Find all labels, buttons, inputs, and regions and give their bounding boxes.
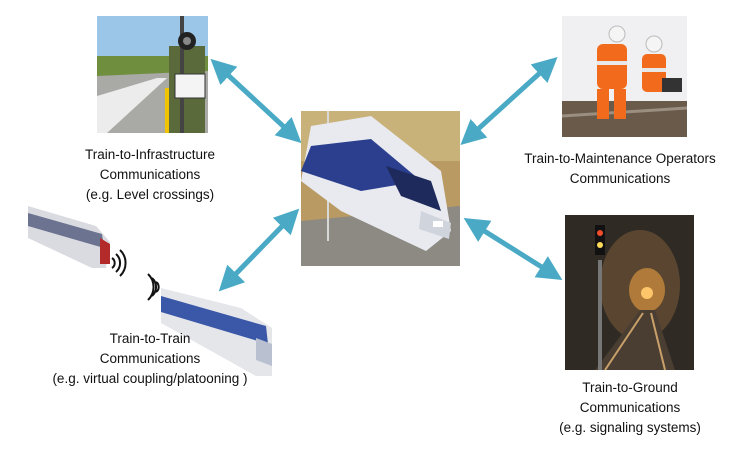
infrastructure-subtitle: Communications	[99, 167, 201, 182]
infrastructure-title: Train-to-Infrastructure	[84, 147, 216, 162]
arrow-to-ground	[463, 218, 563, 280]
train-subtitle: Communications	[99, 351, 201, 366]
tunnel-signal-photo	[565, 215, 694, 370]
arrow-to-train	[218, 208, 300, 292]
train-caption: Train-to-Train Communications (e.g. virt…	[20, 329, 280, 389]
train-left-photo	[28, 206, 110, 268]
train-example: (e.g. virtual coupling/platooning )	[52, 371, 248, 386]
maintenance-title: Train-to-Maintenance Operators	[524, 151, 716, 166]
wifi-icon	[147, 273, 160, 301]
two-trains-wireless	[26, 198, 278, 380]
ground-title: Train-to-Ground	[582, 380, 678, 395]
arrow-to-maintenance	[460, 56, 558, 146]
train-right-photo	[161, 288, 272, 376]
maintenance-workers-photo	[562, 16, 687, 137]
wifi-icon	[111, 249, 127, 277]
high-speed-train-photo	[301, 111, 460, 266]
infrastructure-example: (e.g. Level crossings)	[85, 187, 215, 202]
maintenance-subtitle: Communications	[569, 171, 671, 186]
train-title: Train-to-Train	[109, 331, 191, 346]
arrow-to-infrastructure	[210, 58, 302, 144]
level-crossing-photo	[97, 16, 208, 133]
ground-example: (e.g. signaling systems)	[559, 420, 701, 435]
ground-caption: Train-to-Ground Communications (e.g. sig…	[520, 378, 729, 438]
infrastructure-caption: Train-to-Infrastructure Communications (…	[40, 145, 260, 205]
ground-subtitle: Communications	[579, 400, 681, 415]
maintenance-caption: Train-to-Maintenance Operators Communica…	[510, 149, 729, 189]
